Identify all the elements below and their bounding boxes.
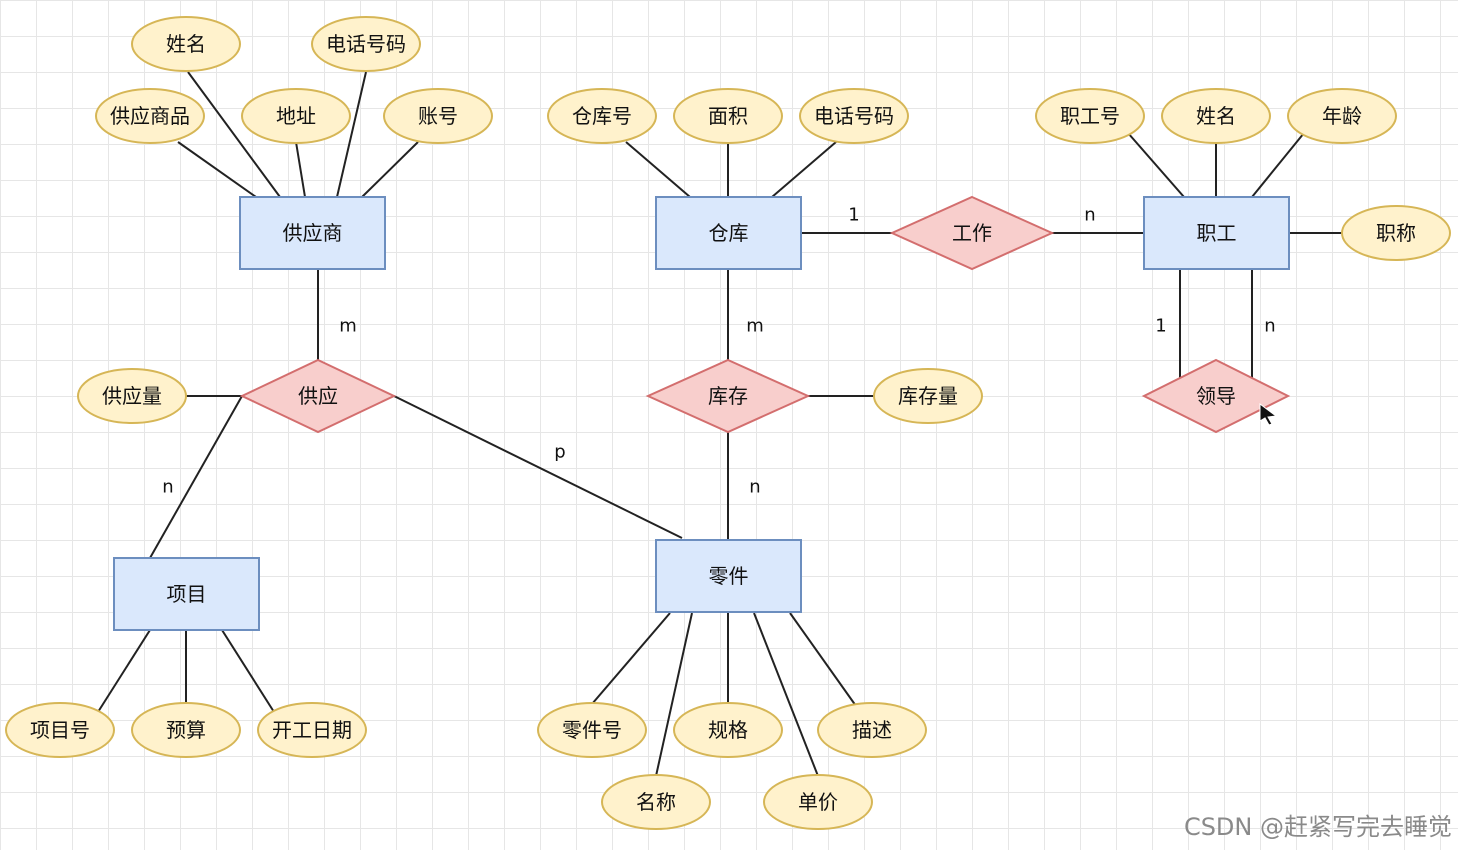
edge-supply-project bbox=[149, 395, 243, 559]
attr-supply-qty-label: 供应量 bbox=[102, 384, 162, 408]
attr-employee-age-label: 年龄 bbox=[1322, 104, 1362, 128]
card-lead-many: n bbox=[1264, 316, 1275, 337]
attr-part-no-label: 零件号 bbox=[562, 718, 622, 742]
relation-work-label: 工作 bbox=[952, 221, 992, 245]
card-part-supply: p bbox=[554, 442, 565, 463]
attr-project-start-label: 开工日期 bbox=[272, 718, 352, 742]
attr-warehouse-no bbox=[547, 88, 657, 144]
attr-supplier-account bbox=[383, 88, 493, 144]
attr-part-price bbox=[763, 774, 873, 830]
attr-supplier-phone bbox=[311, 16, 421, 72]
card-supplier-supply: m bbox=[339, 316, 357, 337]
entity-employee: 职工 bbox=[1143, 196, 1290, 270]
edge-supplier-address bbox=[295, 141, 306, 198]
attr-supplier-goods bbox=[95, 88, 205, 144]
cardinality-labels: m n p m n 1 n 1 n bbox=[162, 205, 1275, 498]
card-employee-work: n bbox=[1084, 205, 1095, 226]
card-lead-one: 1 bbox=[1155, 316, 1166, 337]
attr-warehouse-area bbox=[673, 88, 783, 144]
entity-project-label: 项目 bbox=[167, 582, 207, 606]
attr-project-budget bbox=[131, 702, 241, 758]
relation-stock-label: 库存 bbox=[708, 384, 748, 408]
attr-part-spec-label: 规格 bbox=[708, 718, 748, 742]
attr-warehouse-phone bbox=[799, 88, 909, 144]
attribute-shapes bbox=[5, 16, 1451, 830]
attr-project-no-label: 项目号 bbox=[30, 718, 90, 742]
entity-employee-label: 职工 bbox=[1197, 221, 1237, 245]
relation-supply: 供应 bbox=[239, 358, 397, 434]
card-project-supply: n bbox=[162, 477, 173, 498]
edge-part-desc bbox=[789, 612, 857, 707]
attr-part-no bbox=[537, 702, 647, 758]
connector-lines bbox=[97, 71, 1342, 777]
entity-part-label: 零件 bbox=[709, 564, 749, 588]
attr-supplier-goods-label: 供应商品 bbox=[110, 104, 190, 128]
attr-stock-qty bbox=[873, 368, 983, 424]
attr-employee-name bbox=[1161, 88, 1271, 144]
attr-supplier-name bbox=[131, 16, 241, 72]
attr-part-spec bbox=[673, 702, 783, 758]
relation-lead-label: 领导 bbox=[1196, 384, 1236, 408]
edge-supplier-goods bbox=[177, 141, 257, 198]
attr-supplier-phone-label: 电话号码 bbox=[326, 32, 406, 56]
mouse-cursor-icon bbox=[1259, 403, 1278, 426]
attr-employee-title bbox=[1341, 205, 1451, 261]
attr-project-no bbox=[5, 702, 115, 758]
attr-supplier-account-label: 账号 bbox=[418, 104, 458, 128]
edge-supplier-phone bbox=[336, 71, 367, 198]
edge-project-no bbox=[97, 629, 151, 713]
attr-part-price-label: 单价 bbox=[798, 790, 838, 814]
attr-part-desc bbox=[817, 702, 927, 758]
card-warehouse-stock: m bbox=[746, 316, 764, 337]
entity-warehouse-label: 仓库 bbox=[709, 221, 749, 245]
attr-stock-qty-label: 库存量 bbox=[898, 384, 958, 408]
attr-supplier-name-label: 姓名 bbox=[166, 32, 206, 56]
edge-supplier-account bbox=[361, 141, 419, 198]
attribute-labels: 姓名 电话号码 供应商品 地址 账号 仓库号 面积 电话号码 职工号 姓名 年龄… bbox=[30, 32, 1416, 814]
attr-warehouse-phone-label: 电话号码 bbox=[814, 104, 894, 128]
attr-employee-no-label: 职工号 bbox=[1060, 104, 1120, 128]
relation-supply-label: 供应 bbox=[298, 384, 338, 408]
edge-supplier-name bbox=[187, 71, 281, 198]
attr-project-start bbox=[257, 702, 367, 758]
attr-part-name-label: 名称 bbox=[636, 790, 676, 814]
entity-supplier: 供应商 bbox=[239, 196, 386, 270]
attr-employee-no bbox=[1035, 88, 1145, 144]
watermark: CSDN @赶紧写完去睡觉 bbox=[1183, 813, 1452, 841]
attr-warehouse-no-label: 仓库号 bbox=[572, 104, 632, 128]
attr-project-budget-label: 预算 bbox=[166, 718, 206, 742]
edge-employee-age bbox=[1251, 132, 1305, 198]
attr-employee-name-label: 姓名 bbox=[1196, 104, 1236, 128]
relation-stock: 库存 bbox=[645, 358, 811, 434]
card-warehouse-work: 1 bbox=[848, 205, 859, 226]
edge-warehouse-no bbox=[625, 141, 691, 198]
entity-part: 零件 bbox=[655, 539, 802, 613]
card-part-stock: n bbox=[749, 477, 760, 498]
attr-employee-age bbox=[1287, 88, 1397, 144]
edge-part-name bbox=[655, 612, 693, 777]
entity-supplier-label: 供应商 bbox=[283, 221, 343, 245]
relation-work: 工作 bbox=[889, 195, 1055, 271]
entity-warehouse: 仓库 bbox=[655, 196, 802, 270]
attr-supplier-address-label: 地址 bbox=[276, 104, 316, 128]
edge-warehouse-phone bbox=[771, 141, 837, 198]
attr-employee-title-label: 职称 bbox=[1376, 221, 1416, 245]
attr-part-name bbox=[601, 774, 711, 830]
relation-lead: 领导 bbox=[1141, 358, 1291, 434]
edge-supply-part bbox=[393, 395, 683, 539]
edge-part-price bbox=[753, 612, 819, 777]
attr-supply-qty bbox=[77, 368, 187, 424]
attr-warehouse-area-label: 面积 bbox=[708, 104, 748, 128]
edge-part-no bbox=[591, 612, 671, 705]
edge-project-start bbox=[221, 629, 275, 713]
attr-supplier-address bbox=[241, 88, 351, 144]
attr-part-desc-label: 描述 bbox=[852, 718, 892, 742]
edge-employee-no bbox=[1127, 132, 1185, 198]
entity-project: 项目 bbox=[113, 557, 260, 631]
